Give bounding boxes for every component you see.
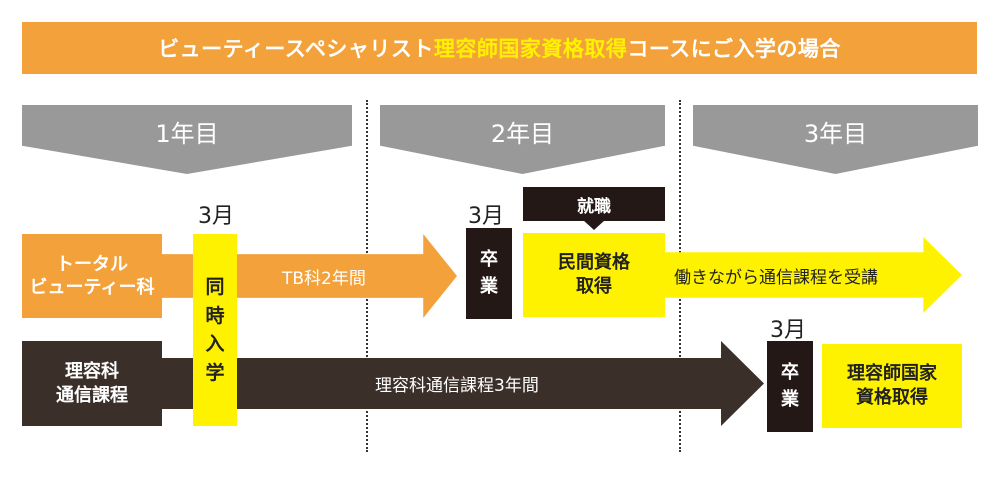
- private-qualification-box: 民間資格 取得: [523, 233, 665, 317]
- month-label-graduation-barber: 3月: [770, 318, 806, 343]
- title-text-highlight: 理容師国家資格取得: [433, 37, 628, 61]
- work-while-studying-arrow: 働きながら通信課程を受講: [640, 237, 962, 313]
- graduation-char-1: 卒: [480, 249, 498, 271]
- graduation-box-barber: 卒 業: [767, 341, 813, 432]
- simultaneous-char-2: 時: [205, 304, 225, 327]
- work-while-studying-label: 働きながら通信課程を受講: [674, 267, 878, 288]
- graduation-barber-char-1: 卒: [781, 362, 799, 384]
- simultaneous-char-4: 学: [205, 361, 225, 384]
- month-label-enrollment: 3月: [198, 204, 234, 229]
- total-beauty-course-box: トータル ビューティー科: [22, 234, 162, 318]
- barber-correspondence-line2: 通信課程: [56, 384, 128, 406]
- barber-three-year-arrow: 理容科通信課程3年間: [150, 341, 764, 426]
- simultaneous-enrollment-box: 同 時 入 学: [193, 234, 237, 426]
- title-text-part1: ビューティースペシャリスト: [158, 37, 434, 61]
- national-qualification-box: 理容師国家 資格取得: [822, 344, 962, 428]
- simultaneous-char-1: 同: [205, 276, 225, 298]
- year-2-header: 2年目: [380, 105, 665, 174]
- barber-correspondence-line1: 理容科: [65, 361, 119, 383]
- simultaneous-char-3: 入: [205, 333, 225, 355]
- tb-two-year-label: TB科2年間: [282, 268, 366, 289]
- national-qualification-line1: 理容師国家: [847, 362, 937, 384]
- barber-three-year-label: 理容科通信課程3年間: [375, 376, 539, 396]
- graduation-char-2: 業: [480, 275, 498, 297]
- employment-label: 就職: [577, 196, 611, 217]
- month-label-graduation-tb: 3月: [468, 204, 504, 229]
- employment-label-box: 就職: [523, 187, 665, 221]
- barber-correspondence-course-box: 理容科 通信課程: [22, 341, 162, 426]
- national-qualification-line2: 資格取得: [856, 387, 928, 408]
- employment-pointer: [583, 220, 605, 230]
- graduation-barber-char-2: 業: [781, 388, 799, 410]
- title-banner: ビューティースペシャリスト理容師国家資格取得コースにご入学の場合: [22, 22, 977, 74]
- total-beauty-line1: トータル: [55, 253, 128, 275]
- year-1-header: 1年目: [22, 105, 352, 174]
- title-text-part2: コースにご入学の場合: [627, 37, 841, 61]
- graduation-box-tb: 卒 業: [466, 228, 512, 319]
- private-qualification-line2: 取得: [576, 276, 612, 297]
- year-3-header: 3年目: [693, 105, 978, 174]
- private-qualification-line1: 民間資格: [558, 251, 630, 273]
- total-beauty-line2: ビューティー科: [29, 277, 155, 298]
